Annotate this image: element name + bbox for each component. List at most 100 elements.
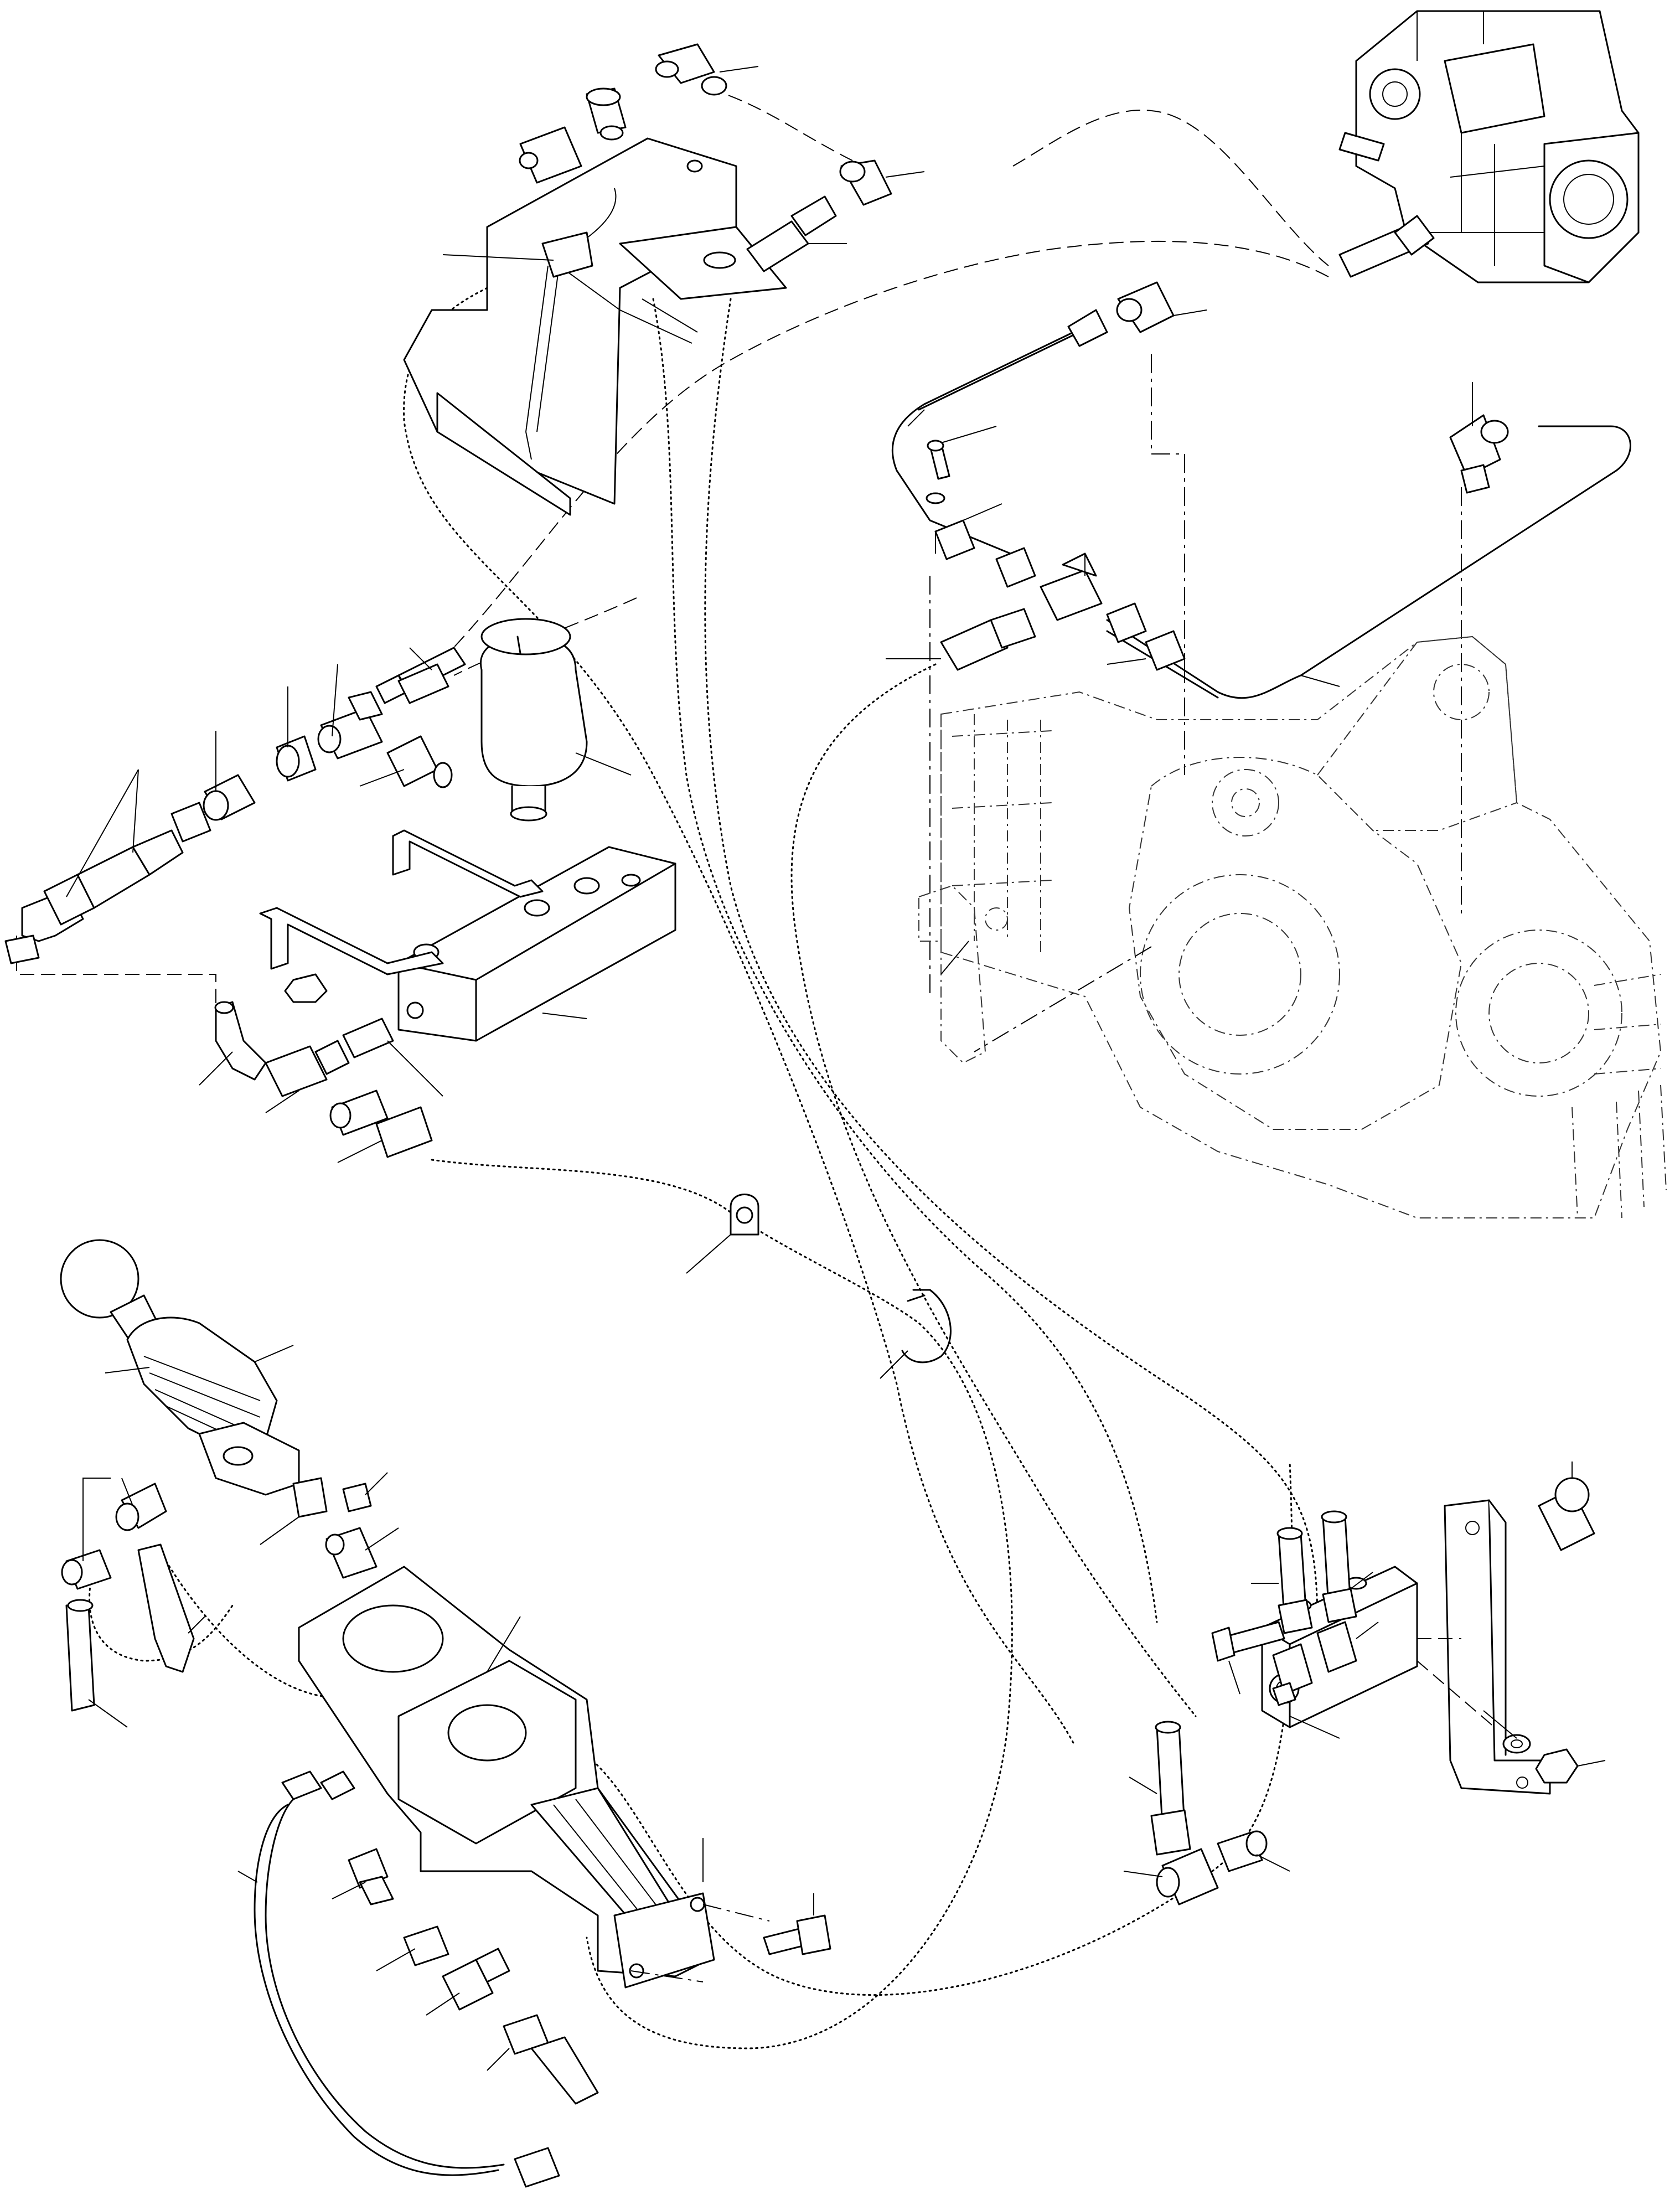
leader-hose-joy-left: [88, 1699, 128, 1728]
harness-cable: [254, 1804, 499, 2176]
valve-elbow-low: [1156, 1848, 1219, 1906]
pipe-clamp-2: [1145, 630, 1186, 671]
union-adapter: [403, 1925, 449, 1966]
valve-adapter-1: [1272, 1643, 1313, 1695]
wire-harness: [254, 1770, 560, 2188]
axle-flange-inner: [1178, 913, 1301, 1036]
bolt-small: [926, 440, 950, 504]
leader-joy-plug: [365, 1472, 388, 1495]
leader-pipe-elbow: [1173, 309, 1207, 316]
leader-elbow-right: [885, 171, 925, 178]
washer: [1502, 1734, 1531, 1754]
leader-adapter-top: [409, 647, 432, 670]
callout-leaders: [66, 66, 1606, 2071]
joystick-base-hole: [223, 1446, 254, 1466]
fitting-nut-1: [170, 802, 211, 843]
mounting-block: [397, 846, 676, 1042]
leader-hose-seg-b: [132, 769, 139, 853]
hose-route-bracket-mid: [652, 298, 1158, 1623]
top-fitting-2: [586, 87, 627, 141]
fitting-union: [203, 774, 256, 821]
hose-route-bracket-right: [704, 298, 1319, 1623]
axle-center: [1128, 757, 1462, 1130]
leader-union-adapter: [376, 1948, 416, 1971]
left-hose-fittings: [4, 663, 453, 1158]
leader-pressure-switch: [332, 1882, 366, 1899]
leader-accumulator: [575, 752, 632, 776]
joystick-fittings: [61, 1477, 378, 1712]
leader-pipe-upper: [907, 409, 925, 427]
bracket-tab: [619, 226, 787, 300]
leader-joy-fitting: [260, 1516, 299, 1545]
hose-route-left-axis: [16, 936, 216, 1008]
pipe-clamp-1: [934, 519, 975, 560]
pump-lever: [1338, 132, 1385, 162]
elbow-joy-2: [61, 1549, 112, 1590]
fitting-joy-plug: [342, 1483, 372, 1512]
pipe-tee-run: [891, 281, 1631, 996]
elbow-top: [1116, 281, 1175, 333]
valve-adapter-2: [1316, 1621, 1357, 1673]
leader-union-b: [332, 664, 338, 737]
hose-route-left-to-clip: [431, 1159, 1013, 2049]
leader-joystick: [105, 1367, 150, 1373]
fitting-elbow-lower: [214, 1001, 267, 1081]
fitting-tee-left: [317, 691, 383, 760]
harness-cable-2: [265, 1798, 505, 2169]
pipe-lower: [1106, 425, 1631, 699]
bracket-side: [436, 392, 571, 516]
pump-spline-inner: [1563, 174, 1614, 225]
hose-elbow-end: [4, 874, 95, 964]
accumulator-block: [259, 618, 676, 1042]
fitting-adapter-lower: [342, 1018, 394, 1058]
axle-right-flange-inner: [1488, 963, 1589, 1063]
leader-hose-bottom: [487, 2048, 510, 2071]
axle-flange: [1140, 874, 1340, 1075]
bottom-fittings: [348, 1848, 831, 2105]
pump-details: [1417, 11, 1545, 266]
leader-p-clip: [686, 1234, 731, 1274]
control-bracket: [298, 1566, 770, 1989]
leader-valve-body: [1289, 1716, 1340, 1739]
top-fitting-3: [519, 126, 582, 184]
leader-long-bolt: [1228, 1660, 1240, 1695]
hose-end-lower: [329, 1089, 433, 1158]
hose-clips: [730, 1194, 952, 1364]
valve-adapter-low: [1217, 1830, 1268, 1872]
nut-small: [284, 973, 328, 1003]
fitting-tee-lower: [265, 1040, 350, 1097]
axle-right-teeth: [1572, 974, 1667, 1218]
tee-fitting: [1040, 552, 1103, 621]
fitting-joy-elbow: [325, 1527, 378, 1579]
connector-bottom: [514, 2147, 560, 2188]
leader-bolt: [940, 426, 997, 443]
leader-hose-end-lower: [337, 1140, 382, 1163]
axle-top-arm: [1317, 636, 1518, 831]
leader-clamp2: [1107, 658, 1146, 665]
hose-end-short: [940, 608, 1036, 671]
pipe-upper: [891, 326, 1086, 560]
block-side-plug: [406, 1001, 424, 1019]
hose-route-top-tee: [708, 88, 853, 161]
valve-hose-2: [1321, 1510, 1357, 1623]
leader-clamp: [963, 503, 1002, 521]
top-pipe-bracket: [403, 43, 892, 516]
elbow-right: [1449, 414, 1509, 494]
valve-lower-hose: [1150, 1721, 1191, 1856]
leader-valve-adapter: [1356, 1622, 1379, 1639]
hose-bottom: [503, 2014, 599, 2105]
fitting-joy-straight: [292, 1477, 328, 1518]
leader-control-plate: [487, 1616, 521, 1672]
bracket-plate: [403, 137, 737, 505]
pressure-switch: [348, 1848, 394, 1906]
fitting-nipple: [386, 735, 453, 788]
long-bolt: [1211, 1621, 1285, 1662]
valve-hose-1: [1276, 1527, 1313, 1634]
leader-joy-elbow: [365, 1527, 399, 1551]
leader-valve-hose-2: [1350, 1572, 1373, 1589]
pipe-nut-mid: [995, 547, 1036, 588]
control-plate-hole: [342, 1604, 444, 1673]
hose-route-accumulator: [453, 597, 637, 676]
leader-top-fitting: [719, 66, 759, 73]
spring-clip: [901, 1289, 952, 1364]
